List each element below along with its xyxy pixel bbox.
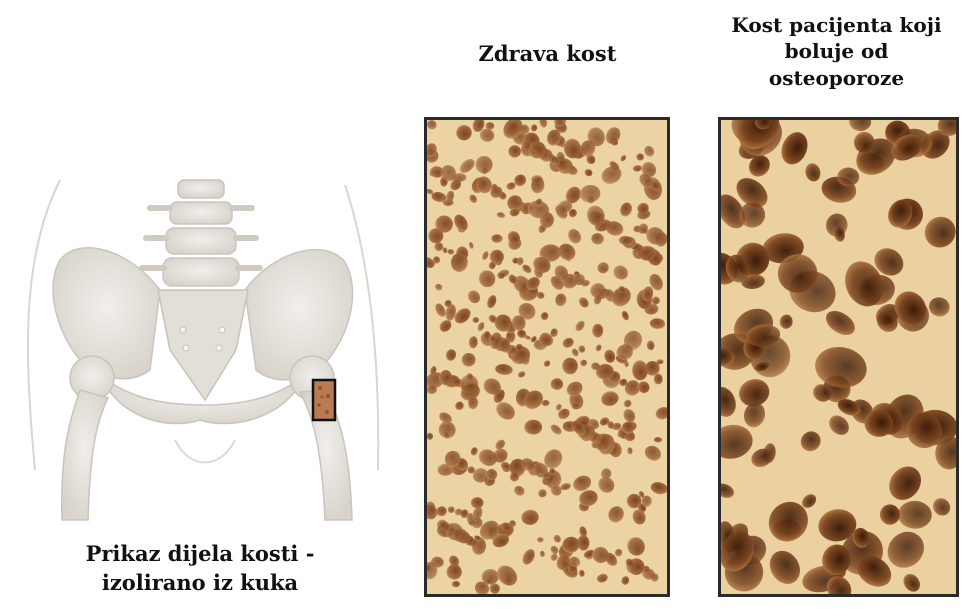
bone-pore [562,358,578,375]
left-femur [62,356,114,520]
osteoporosis-label-line-1: Kost pacijenta koji [712,12,961,38]
osteoporosis-bone-label: Kost pacijenta koji boluje od osteoporoz… [712,12,961,91]
healthy-bone-label: Zdrava kost [425,40,670,68]
sacrum [158,290,248,400]
bone-pore [837,168,859,187]
body-outline [175,440,235,463]
healthy-bone-panel [424,117,670,597]
hip-label-line-2: izolirano iz kuka [35,569,365,598]
osteoporosis-label-line-2: boluje od [712,38,961,64]
osteoporotic-bone-panel [718,117,959,597]
pelvis-illustration [0,0,400,525]
body-outline [345,185,378,470]
healthy-bone-matrix [426,119,669,596]
osteoporosis-label-line-3: osteoporoze [712,65,961,91]
healthy-bone-label-text: Zdrava kost [425,40,670,68]
body-outline [28,180,60,470]
spine [142,180,260,286]
bone-pore [880,504,900,524]
hip-section-label: Prikaz dijela kosti - izolirano iz kuka [35,540,365,597]
hip-label-line-1: Prikaz dijela kosti - [35,540,365,569]
bone-sample-highlight [313,380,335,420]
